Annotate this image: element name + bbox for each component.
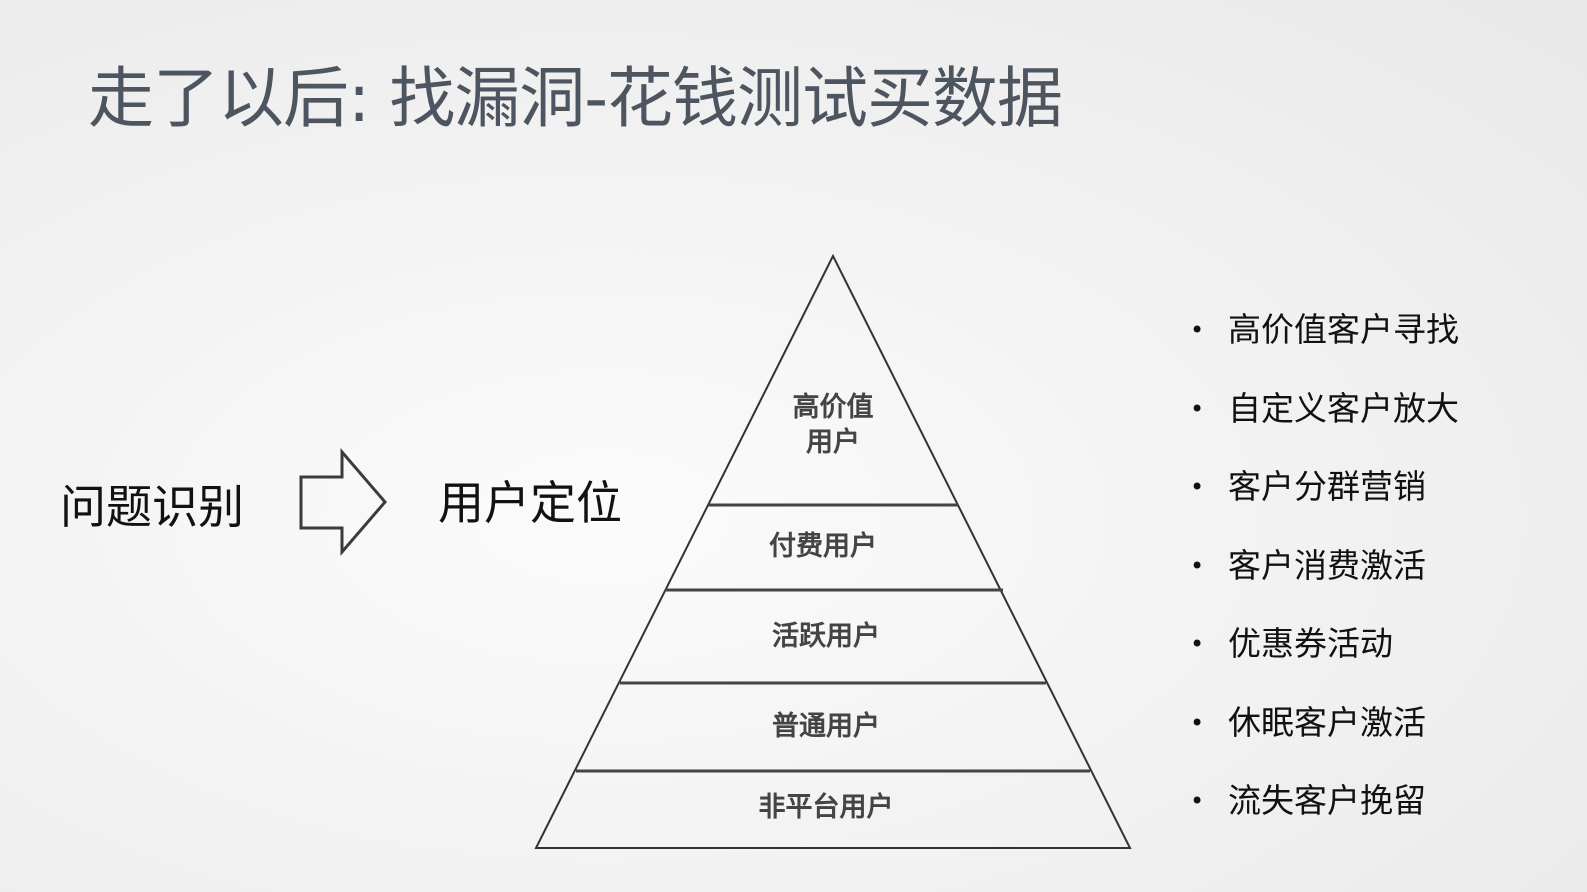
right-arrow-icon — [299, 448, 387, 557]
tier-high-value-line2: 用户 — [806, 427, 860, 459]
bullet-icon: • — [1190, 394, 1205, 423]
slide-title: 走了以后: 找漏洞-花钱测试买数据 — [88, 60, 1063, 137]
strategy-text: 高价值客户寻找 — [1228, 310, 1459, 349]
list-item: • 流失客户挽留 — [1190, 777, 1459, 856]
strategy-text: 流失客户挽留 — [1228, 781, 1426, 820]
strategy-list: • 高价值客户寻找 • 自定义客户放大 • 客户分群营销 • 客户消费激活 • 优惠券活动… — [1190, 306, 1459, 856]
tier-high-value-line1: 高价值 — [792, 392, 874, 423]
list-item: • 客户分群营销 — [1190, 463, 1459, 542]
user-positioning-label: 用户定位 — [438, 476, 622, 530]
list-item: • 休眠客户激活 — [1190, 699, 1459, 778]
tier-label-active: 活跃用户 — [772, 621, 880, 652]
bullet-icon: • — [1190, 787, 1205, 815]
list-item: • 自定义客户放大 — [1190, 385, 1459, 464]
strategy-text: 客户分群营销 — [1228, 467, 1426, 506]
bullet-icon: • — [1190, 473, 1205, 501]
bullet-icon: • — [1190, 316, 1205, 344]
bullet-icon: • — [1190, 551, 1205, 580]
bullet-icon: • — [1190, 708, 1205, 737]
problem-identification-label: 问题识别 — [60, 480, 244, 534]
list-item: • 优惠券活动 — [1190, 620, 1459, 699]
bullet-icon: • — [1190, 630, 1205, 658]
tier-label-high-value: 高价值 用户 — [783, 390, 883, 460]
strategy-text: 自定义客户放大 — [1228, 388, 1459, 428]
strategy-text: 优惠券活动 — [1228, 624, 1393, 663]
pyramid-outline — [534, 253, 1132, 849]
strategy-text: 客户消费激活 — [1228, 545, 1426, 585]
tier-label-paying: 付费用户 — [769, 531, 877, 562]
user-pyramid-diagram: 高价值 用户 付费用户 活跃用户 普通用户 非平台用户 — [530, 252, 1140, 856]
tier-label-non-platform: 非平台用户 — [758, 792, 894, 823]
strategy-text: 休眠客户激活 — [1228, 702, 1426, 742]
list-item: • 高价值客户寻找 — [1190, 306, 1459, 385]
tier-label-ordinary: 普通用户 — [772, 711, 880, 742]
list-item: • 客户消费激活 — [1190, 542, 1459, 621]
